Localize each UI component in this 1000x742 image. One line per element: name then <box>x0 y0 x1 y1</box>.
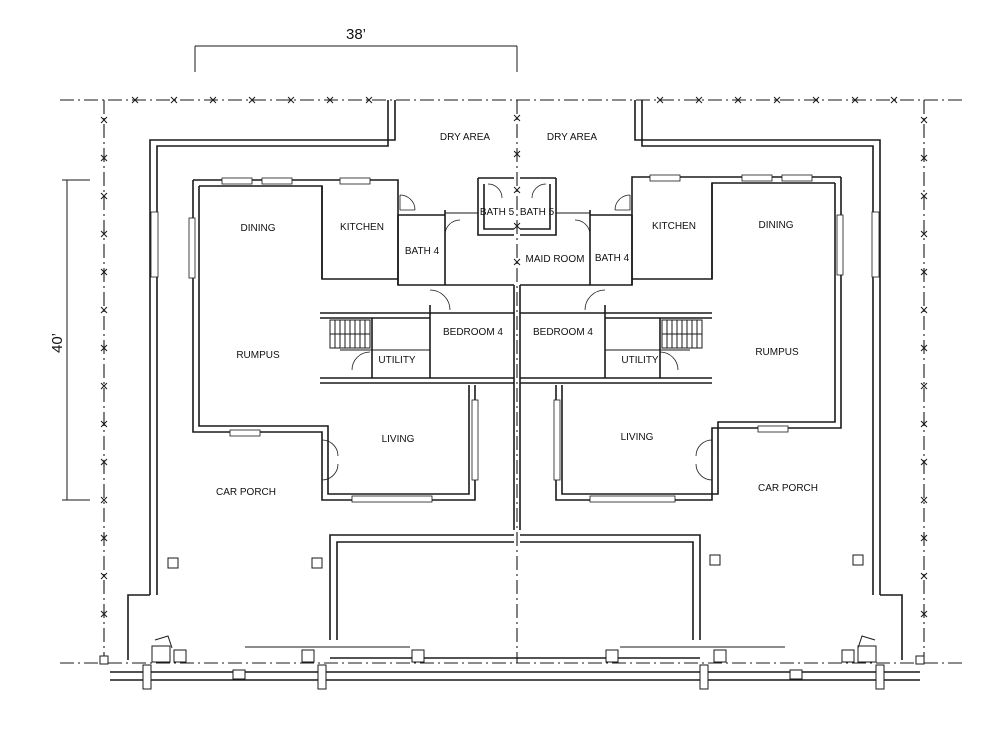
boundary-tick-mark <box>100 268 108 276</box>
boundary-tick-mark <box>513 186 521 194</box>
boundary-tick-mark <box>812 96 820 104</box>
boundary-tick-mark <box>851 96 859 104</box>
boundary-tick-mark <box>920 230 928 238</box>
kitchen-right-label: KITCHEN <box>652 221 696 232</box>
boundary-tick-mark <box>170 96 178 104</box>
boundary-tick-mark <box>920 534 928 542</box>
width-dimension: 38’ <box>194 26 518 72</box>
boundary-tick-mark <box>920 344 928 352</box>
boundary-tick-mark <box>920 382 928 390</box>
bedroom4-right-label: BEDROOM 4 <box>533 327 593 338</box>
boundary-tick-mark <box>365 96 373 104</box>
boundary-tick-mark <box>920 306 928 314</box>
staircase-left <box>329 319 371 349</box>
boundary-tick-mark <box>248 96 256 104</box>
dining-right-label: DINING <box>759 220 794 231</box>
depth-dimension: 40’ <box>49 179 90 501</box>
boundary-tick-mark <box>100 306 108 314</box>
car-porch-right-label: CAR PORCH <box>758 483 818 494</box>
planter-walls <box>329 534 701 640</box>
boundary-tick-mark <box>920 496 928 504</box>
depth-dimension-label: 40’ <box>49 333 66 353</box>
boundary-tick-mark <box>656 96 664 104</box>
boundary-tick-mark <box>734 96 742 104</box>
bath5-right-label: BATH 5 <box>520 207 555 218</box>
boundary-tick-mark <box>513 258 521 266</box>
perimeter-wall-right <box>634 100 903 660</box>
boundary-tick-mark <box>131 96 139 104</box>
boundary-tick-mark <box>100 344 108 352</box>
staircase-right <box>661 319 703 349</box>
boundary-tick-mark <box>920 154 928 162</box>
boundary-tick-mark <box>513 222 521 230</box>
rumpus-right-label: RUMPUS <box>755 347 799 358</box>
boundary-tick-mark <box>920 572 928 580</box>
dining-left-label: DINING <box>241 223 276 234</box>
party-wall <box>513 285 521 530</box>
bedroom4-left-label: BEDROOM 4 <box>443 327 503 338</box>
utility-left-label: UTILITY <box>378 355 416 366</box>
side-vent-left <box>150 211 159 278</box>
boundary-tick-mark <box>100 572 108 580</box>
boundary-tick-mark <box>513 114 521 122</box>
boundary-tick-mark <box>100 116 108 124</box>
maid-room-label: MAID ROOM <box>526 254 585 265</box>
width-dimension-label: 38’ <box>346 26 366 43</box>
kitchen-left-label: KITCHEN <box>340 222 384 233</box>
bath5-left-label: BATH 5 <box>480 207 515 218</box>
boundary-tick-mark <box>920 420 928 428</box>
front-fence <box>110 646 920 690</box>
boundary-tick-mark <box>513 150 521 158</box>
boundary-tick-mark <box>100 382 108 390</box>
rumpus-left-label: RUMPUS <box>236 350 280 361</box>
bath4-left-label: BATH 4 <box>405 246 440 257</box>
boundary-tick-mark <box>100 192 108 200</box>
side-vent-right <box>871 211 880 278</box>
boundary-tick-mark <box>100 420 108 428</box>
boundary-tick-mark <box>920 458 928 466</box>
boundary-tick-mark <box>326 96 334 104</box>
boundary-tick-mark <box>287 96 295 104</box>
boundary-tick-mark <box>100 458 108 466</box>
boundary-tick-mark <box>100 496 108 504</box>
plot-boundary <box>60 96 965 664</box>
dry-area-left-label: DRY AREA <box>440 132 491 143</box>
boundary-tick-mark <box>100 154 108 162</box>
car-porch-left-label: CAR PORCH <box>216 487 276 498</box>
perimeter-wall-left <box>127 100 396 660</box>
utility-right-label: UTILITY <box>621 355 659 366</box>
boundary-tick-mark <box>100 610 108 618</box>
house-left: DRY AREA DINING KITCHEN BATH 4 BATH 5 RU… <box>188 132 515 503</box>
boundary-tick-mark <box>890 96 898 104</box>
living-right-label: LIVING <box>621 432 654 443</box>
dry-area-right-label: DRY AREA <box>547 132 598 143</box>
boundary-tick-mark <box>100 230 108 238</box>
boundary-tick-mark <box>920 116 928 124</box>
boundary-tick-mark <box>100 534 108 542</box>
boundary-tick-mark <box>209 96 217 104</box>
porch-posts <box>99 554 925 665</box>
boundary-tick-mark <box>773 96 781 104</box>
living-left-label: LIVING <box>382 434 415 445</box>
boundary-tick-mark <box>920 610 928 618</box>
house-right: DRY AREA DINING KITCHEN BATH 4 BATH 5 MA… <box>520 132 844 503</box>
bath4-right-label: BATH 4 <box>595 253 630 264</box>
boundary-tick-mark <box>695 96 703 104</box>
boundary-tick-mark <box>920 192 928 200</box>
boundary-tick-mark <box>920 268 928 276</box>
